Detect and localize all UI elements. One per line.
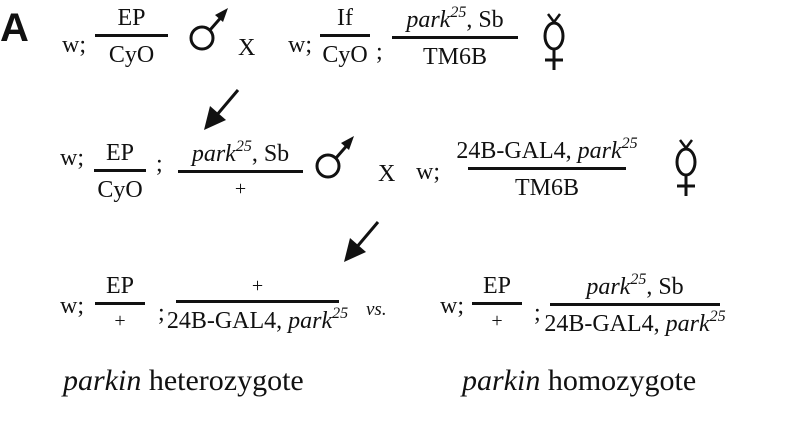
fraction-bar — [95, 34, 168, 37]
allele-top: park25, Sb — [191, 139, 290, 167]
allele-top: park25, Sb — [406, 5, 504, 33]
gene: parkin — [462, 364, 541, 397]
genotype-prefix: w; — [416, 159, 440, 185]
allele-top: EP — [482, 273, 511, 299]
gene: parkin — [63, 364, 142, 397]
fraction-bar — [468, 167, 626, 170]
driver: 24B-GAL4, — [456, 138, 578, 164]
male-symbol-icon — [315, 134, 356, 179]
genotype-prefix: w; — [440, 293, 464, 319]
female-symbol-icon — [675, 138, 697, 198]
driver: 24B-GAL4, — [544, 311, 666, 337]
marker: , Sb — [251, 141, 290, 167]
allele: 25 — [621, 135, 638, 152]
allele: 25 — [709, 308, 726, 325]
fraction-bar — [94, 169, 146, 172]
gene: park — [288, 308, 333, 334]
gene: park — [665, 311, 710, 337]
allele-bottom: + — [114, 310, 126, 332]
label-text: homozygote — [540, 364, 697, 397]
allele: 25 — [235, 138, 252, 155]
allele-top: EP — [117, 5, 146, 31]
marker: , Sb — [466, 7, 504, 33]
allele-bottom: TM6B — [422, 44, 487, 70]
allele: 25 — [450, 4, 467, 21]
allele-bottom: 24B-GAL4, park25 — [166, 306, 348, 334]
semicolon: ; — [534, 300, 541, 326]
semicolon: ; — [156, 151, 163, 177]
row1-female-chr3: park25, Sb TM6B — [392, 5, 518, 70]
female-symbol-icon — [543, 12, 565, 72]
allele-top: park25, Sb — [586, 272, 684, 300]
genotype-prefix: w; — [60, 145, 84, 171]
allele-top: 24B-GAL4, park25 — [456, 136, 637, 164]
semicolon: ; — [158, 300, 165, 326]
row1-female-chr2: If CyO — [320, 6, 370, 67]
driver: 24B-GAL4, — [166, 308, 289, 334]
semicolon: ; — [376, 39, 383, 65]
fraction-bar — [176, 300, 339, 303]
row2-male-chr2: EP CyO — [94, 141, 146, 202]
fraction-bar — [392, 36, 518, 39]
allele-bottom: CyO — [322, 42, 368, 68]
cross-symbol: X — [238, 35, 256, 61]
arrow-down-left-icon — [204, 88, 240, 132]
arrow-down-left-icon — [344, 220, 380, 264]
homozygote-label: parkin homozygote — [462, 364, 696, 398]
panel-label: A — [0, 6, 29, 50]
genotype-prefix: w; — [60, 293, 84, 319]
fraction-bar — [472, 302, 522, 305]
label-text: heterozygote — [141, 364, 304, 397]
genotype-prefix: w; — [62, 32, 86, 58]
allele: 25 — [332, 305, 349, 322]
heterozygote-label: parkin heterozygote — [63, 364, 304, 398]
row2-female-chr3: 24B-GAL4, park25 TM6B — [456, 136, 637, 201]
cross-symbol: X — [378, 161, 396, 187]
gene: park — [406, 7, 451, 33]
allele-bottom: CyO — [108, 42, 155, 68]
het-chr3: + 24B-GAL4, park25 — [167, 275, 348, 333]
gene: park — [586, 274, 631, 300]
vs-label: vs. — [366, 299, 387, 320]
row2-male-chr3: park25, Sb + — [178, 139, 303, 200]
allele-bottom: + — [234, 178, 247, 200]
marker: , Sb — [646, 274, 684, 300]
fraction-bar — [550, 303, 720, 306]
gene: park — [577, 138, 622, 164]
allele-bottom: 24B-GAL4, park25 — [544, 309, 725, 337]
fraction-bar — [178, 170, 303, 173]
row1-male-chr2: EP CyO — [95, 6, 168, 67]
allele: 25 — [630, 271, 647, 288]
allele-top: EP — [105, 140, 134, 166]
male-symbol-icon — [189, 6, 230, 51]
genotype-prefix: w; — [288, 32, 312, 58]
fraction-bar — [320, 34, 370, 37]
allele-bottom: CyO — [97, 177, 143, 203]
allele-top: EP — [105, 273, 134, 299]
allele-top: + — [251, 275, 264, 297]
allele-top: If — [337, 5, 353, 31]
hom-chr3: park25, Sb 24B-GAL4, park25 — [544, 272, 725, 337]
het-chr2: EP + — [95, 274, 145, 331]
allele-bottom: TM6B — [514, 175, 579, 201]
gene: park — [191, 141, 236, 167]
hom-chr2: EP + — [472, 274, 522, 331]
allele-bottom: + — [491, 310, 503, 332]
fraction-bar — [95, 302, 145, 305]
